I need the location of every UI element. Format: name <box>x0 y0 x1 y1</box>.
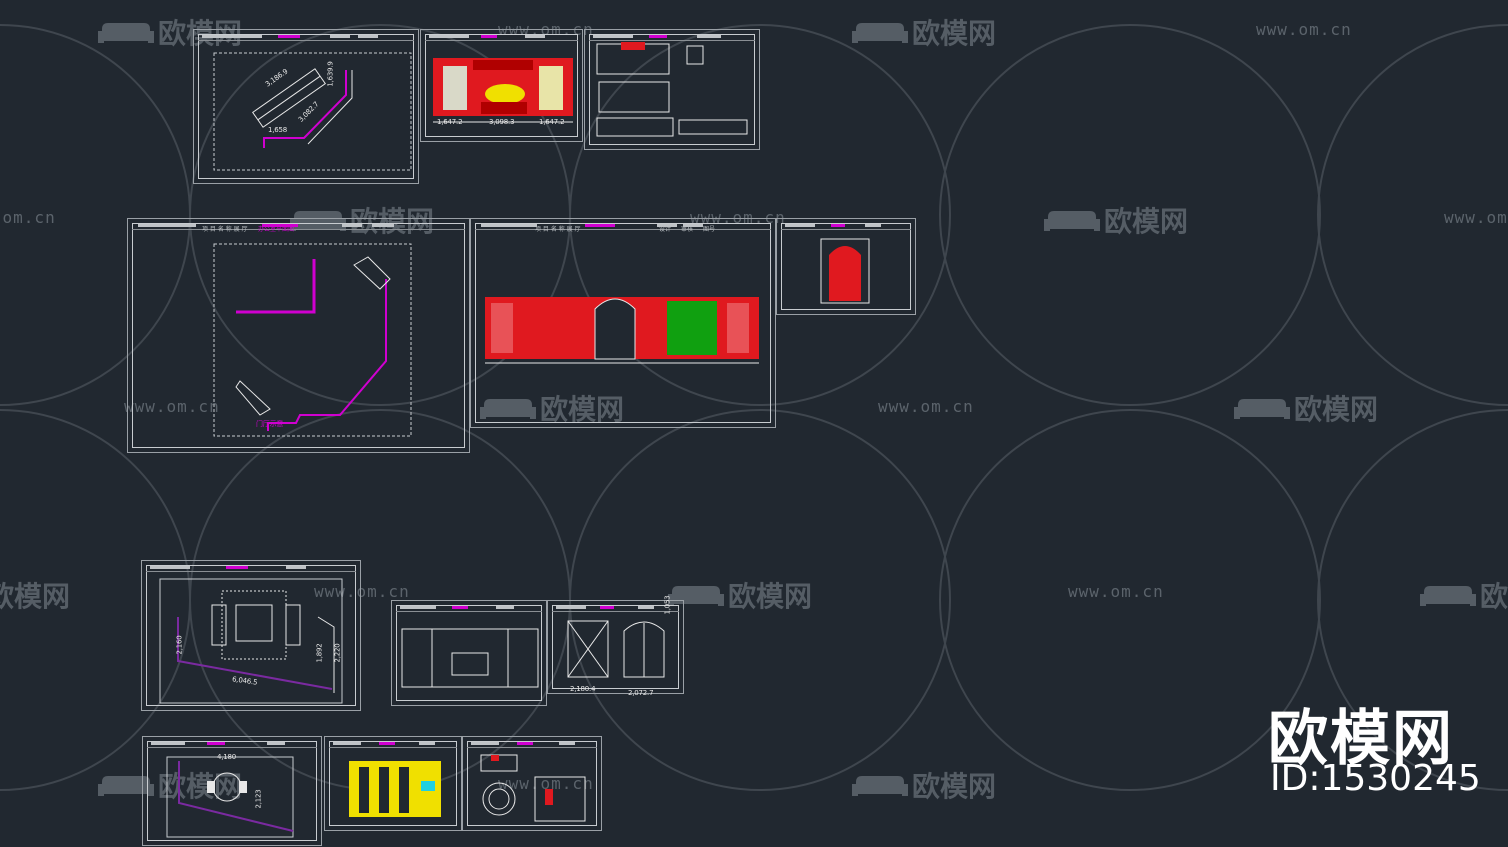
brand-title: 欧模网 <box>1268 704 1454 774</box>
dimension-label: 1,892 <box>315 643 324 663</box>
sheet-border <box>329 741 457 826</box>
drawing-sheet-doors-i[interactable]: 2,180.4 2,072.7 1,053 <box>547 595 684 697</box>
watermark-logo: 欧模网 <box>480 388 624 428</box>
sofa-logo-icon <box>290 207 346 240</box>
dimension-label: 1,647.2 <box>539 118 565 126</box>
plan-label: 门厅示意 <box>256 420 284 428</box>
drawing-sheet-sofa-plan-g[interactable]: 2,160 6,046.5 1,892 2,220 <box>141 560 361 711</box>
dimension-label: 4,180 <box>217 753 237 761</box>
doors-drawing <box>567 620 665 678</box>
sheet-border <box>475 223 771 423</box>
dimension-label: 1,053 <box>663 595 672 615</box>
title-block <box>467 741 597 748</box>
drawing-sheet-elevation-b[interactable]: 1,647.2 3,098.3 1,647.2 <box>420 29 583 142</box>
dimension-label: 2,123 <box>254 789 263 809</box>
detail-drawing <box>480 754 586 822</box>
sofa-logo-icon <box>852 19 908 52</box>
watermark-url: www.om.cn <box>1444 208 1508 227</box>
title-block-text: 项 目 名 称 展 厅 <box>535 226 581 233</box>
watermark-url: www.om.cn <box>1068 582 1164 601</box>
watermark-logo: 欧模网 <box>1420 575 1508 615</box>
sheet-border <box>146 565 356 706</box>
dimension-label: 1,639.9 <box>326 61 335 87</box>
title-block <box>147 741 317 748</box>
elevation-drawing <box>433 58 573 123</box>
dimension-label: 1,647.2 <box>437 118 463 126</box>
watermark-logo: 欧模网 <box>0 580 71 613</box>
watermark-url: www.om.cn <box>498 774 594 793</box>
title-block <box>475 223 771 230</box>
dimension-label: 2,072.7 <box>628 689 654 697</box>
dimension-label: 2,160 <box>175 635 184 655</box>
watermark-logo: 欧模网 <box>852 765 996 805</box>
dimension-label: 2,220 <box>333 643 342 663</box>
sofa-logo-icon <box>98 19 154 52</box>
title-block-text: 审核 <box>681 226 694 233</box>
watermark-url: www.om.cn <box>124 397 220 416</box>
drawing-sheet-details-c[interactable] <box>584 29 760 150</box>
watermark-logo: 欧模网 <box>668 575 812 615</box>
sofa-logo-icon <box>98 772 154 805</box>
title-block <box>329 741 457 748</box>
sheet-border <box>147 741 317 841</box>
title-block-text: 图号 <box>703 226 716 233</box>
dimension-label: 1,658 <box>268 126 288 134</box>
image-id-label: ID:1530245 <box>1270 758 1481 799</box>
title-block <box>396 605 542 612</box>
watermark-logo: 欧模网 <box>1234 388 1378 428</box>
watermark-url: www.om.cn <box>314 582 410 601</box>
sofa-logo-icon <box>852 772 908 805</box>
plan-drawing <box>213 52 412 171</box>
watermark-logo: 欧模网 <box>98 765 242 805</box>
title-block <box>425 34 578 41</box>
watermark-logo: 欧模网 <box>290 200 434 240</box>
sofa-plan-drawing <box>159 578 343 704</box>
drawing-sheet-plan-a[interactable]: 3,186.9 1,639.9 3,082.7 1,658 <box>193 29 419 184</box>
title-block <box>552 605 679 612</box>
sheet-border <box>132 223 465 448</box>
title-block-text: 项 目 名 称 展 厅 <box>202 226 248 233</box>
sheet-border <box>467 741 597 826</box>
watermark-url: www.om.cn <box>0 208 56 227</box>
wall-elevation-drawing <box>485 297 759 364</box>
cabinet-detail-drawing <box>596 42 748 137</box>
tv-wall-drawing <box>401 628 539 688</box>
title-block <box>146 565 356 572</box>
title-block-text: 设计 <box>659 226 672 233</box>
dimension-label: 2,180.4 <box>570 685 596 693</box>
sheet-border <box>781 223 911 310</box>
watermark-logo: 欧模网 <box>98 12 242 52</box>
sofa-logo-icon <box>480 395 536 428</box>
sheet-border <box>589 34 755 145</box>
drawing-sheet-tv-wall-h[interactable] <box>391 600 547 706</box>
watermark-url: www.om.cn <box>690 208 786 227</box>
title-block-text: 办公室平面图 <box>258 226 295 233</box>
door-drawing <box>820 238 870 304</box>
floor-plan-drawing <box>213 243 412 437</box>
sheet-border <box>425 34 578 137</box>
title-block <box>198 34 414 41</box>
title-block <box>589 34 755 41</box>
title-block <box>132 223 465 230</box>
sofa-logo-icon <box>1234 395 1290 428</box>
drawing-sheet-door-f[interactable] <box>776 218 916 315</box>
watermark-url: www.om.cn <box>878 397 974 416</box>
title-block <box>781 223 911 230</box>
dimension-label: 3,098.3 <box>489 118 515 126</box>
drawing-sheet-table-plan-j[interactable]: 4,180 2,123 <box>142 736 322 846</box>
table-plan-drawing <box>166 756 294 838</box>
watermark-logo: 欧模网 <box>852 12 996 52</box>
drawing-sheet-plan-d[interactable]: 项 目 名 称 展 厅 办公室平面图 门厅示意 <box>127 218 470 453</box>
cabinet-drawing <box>349 761 441 817</box>
drawing-sheet-details-l[interactable] <box>462 736 602 831</box>
sheet-border <box>552 605 679 689</box>
drawing-sheet-elevation-e[interactable]: 项 目 名 称 展 厅 设计 审核 图号 <box>470 218 776 428</box>
sheet-border <box>396 605 542 701</box>
watermark-url: www.om.cn <box>1256 20 1352 39</box>
sheet-border <box>198 34 414 179</box>
sofa-logo-icon <box>1044 207 1100 240</box>
drawing-sheet-cabinet-k[interactable] <box>324 736 462 831</box>
sofa-logo-icon <box>1420 582 1476 615</box>
watermark-logo: 欧模网 <box>1044 200 1188 240</box>
